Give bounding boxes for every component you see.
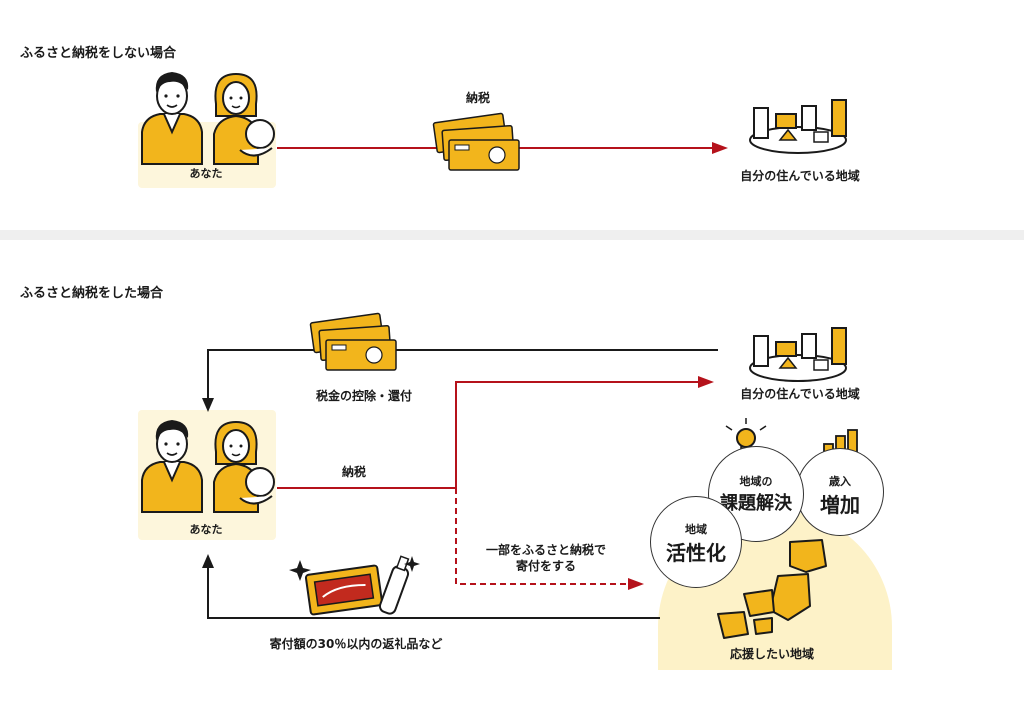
gift-label: 寄付額の30％以内の返礼品など	[269, 637, 443, 651]
person-label: あなた	[189, 167, 223, 180]
person-woman-baby-icon	[213, 72, 275, 165]
bottom-diagram	[141, 312, 858, 639]
tax-arrow-head	[698, 376, 714, 388]
tax-arrow-head	[712, 142, 728, 154]
region-label: 自分の住んでいる地域	[740, 387, 860, 401]
donation-arrow-head	[628, 578, 644, 590]
bubble-revenue-big: 増加	[820, 493, 860, 517]
bubble-solve-small: 地域の	[739, 475, 773, 488]
gift-box-icon	[304, 555, 410, 616]
city-icon	[749, 99, 847, 154]
donation-label-line2: 寄付をする	[515, 559, 577, 573]
tax-label: 納税	[465, 91, 491, 105]
panel-with-furusato: ふるさと納税をした場合	[0, 240, 1024, 712]
deduction-arrow	[207, 349, 718, 400]
tax-label: 納税	[341, 465, 367, 479]
bubble-issue-solving: 地域の 課題解決	[708, 446, 804, 542]
japan-map-icon	[717, 539, 827, 639]
tax-arrow	[277, 381, 700, 489]
deduction-label: 税金の控除・還付	[315, 389, 413, 403]
panel-without-furusato: ふるさと納税をしない場合	[0, 0, 1024, 230]
banknotes-icon	[432, 112, 520, 171]
banknotes-icon	[309, 312, 397, 371]
support-region-label: 応援したい地域	[729, 647, 815, 661]
bubble-solve-big: 課題解決	[720, 493, 792, 514]
bubble-revenue-small: 歳入	[829, 475, 851, 488]
person-man-icon	[141, 420, 203, 513]
top-diagram	[141, 72, 847, 171]
section-title-without: ふるさと納税をしない場合	[20, 46, 177, 61]
bubble-revenue-increase: 歳入 増加	[796, 448, 884, 536]
person-woman-baby-icon	[213, 420, 275, 513]
bubble-activate-small: 地域	[685, 523, 707, 536]
region-label: 自分の住んでいる地域	[740, 169, 860, 183]
person-man-icon	[141, 72, 203, 165]
donation-label-line1: 一部をふるさと納税で	[485, 543, 607, 557]
gift-arrow-head	[202, 554, 214, 568]
donation-arrow	[455, 488, 630, 585]
person-label: あなた	[189, 523, 223, 536]
city-icon	[749, 327, 847, 382]
section-title-with: ふるさと納税をした場合	[20, 286, 164, 301]
gift-arrow	[207, 566, 660, 619]
deduction-arrow-head	[202, 398, 214, 412]
bubble-activation: 地域 活性化	[650, 496, 742, 588]
bubble-activate-big: 活性化	[666, 541, 726, 565]
